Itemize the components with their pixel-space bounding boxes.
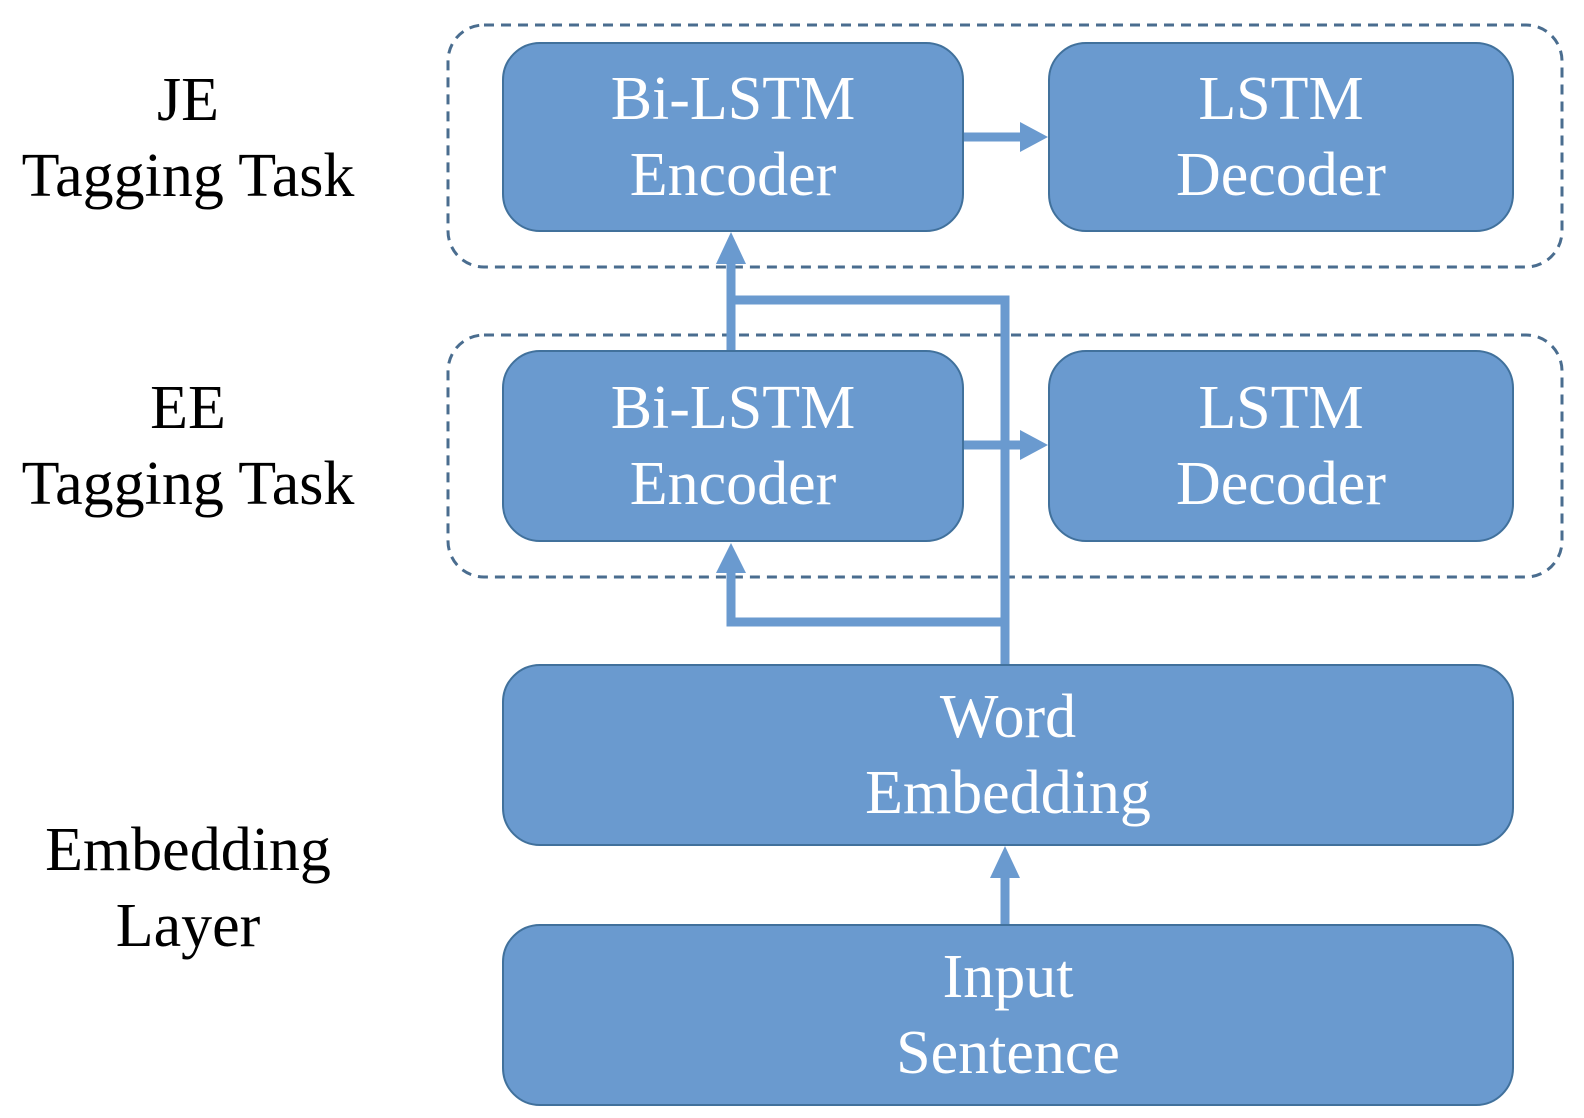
ee-row-label-line2: Tagging Task: [21, 450, 355, 518]
ee-row-label: EE Tagging Task: [8, 370, 368, 522]
ee-encoder-line1: Bi-LSTM: [610, 374, 856, 442]
je-row-label: JE Tagging Task: [8, 62, 368, 214]
embedding-row-label: Embedding Layer: [8, 812, 368, 964]
je-encoder-line2: Encoder: [629, 141, 837, 209]
je-group-frame: [446, 23, 1564, 269]
embedding-to-je-encoder-connector: [731, 295, 1010, 622]
input-sentence-box: Input Sentence: [502, 924, 1514, 1106]
je-bilstm-encoder-box: Bi-LSTM Encoder: [502, 42, 964, 232]
je-decoder-line2: Decoder: [1176, 141, 1386, 209]
ee-decoder-line1: LSTM: [1198, 374, 1364, 442]
ee-bilstm-encoder-box: Bi-LSTM Encoder: [502, 350, 964, 542]
ee-row-label-line1: EE: [150, 374, 226, 442]
embedding-row-label-line2: Layer: [115, 892, 261, 960]
je-encoder-to-decoder-arrowhead: [1020, 122, 1048, 152]
input-sentence-line1: Input: [942, 943, 1074, 1011]
je-encoder-input-arrowhead: [716, 232, 746, 264]
ee-lstm-decoder-box: LSTM Decoder: [1048, 350, 1514, 542]
ee-encoder-input-arrowhead: [716, 543, 746, 573]
word-embedding-box: Word Embedding: [502, 664, 1514, 846]
embedding-row-label-line1: Embedding: [45, 816, 331, 884]
ee-encoder-to-decoder-arrowhead: [1020, 430, 1048, 460]
je-decoder-line1: LSTM: [1198, 65, 1364, 133]
input-sentence-line2: Sentence: [896, 1019, 1120, 1087]
je-encoder-line1: Bi-LSTM: [610, 65, 856, 133]
word-embedding-input-arrowhead: [990, 846, 1020, 878]
je-lstm-decoder-box: LSTM Decoder: [1048, 42, 1514, 232]
embedding-to-ee-encoder-connector: [726, 570, 1010, 664]
je-row-label-line2: Tagging Task: [21, 142, 355, 210]
word-embedding-line2: Embedding: [865, 759, 1151, 827]
je-row-label-line1: JE: [157, 66, 219, 134]
word-embedding-line1: Word: [939, 683, 1077, 751]
ee-encoder-line2: Encoder: [629, 450, 837, 518]
ee-decoder-line2: Decoder: [1176, 450, 1386, 518]
